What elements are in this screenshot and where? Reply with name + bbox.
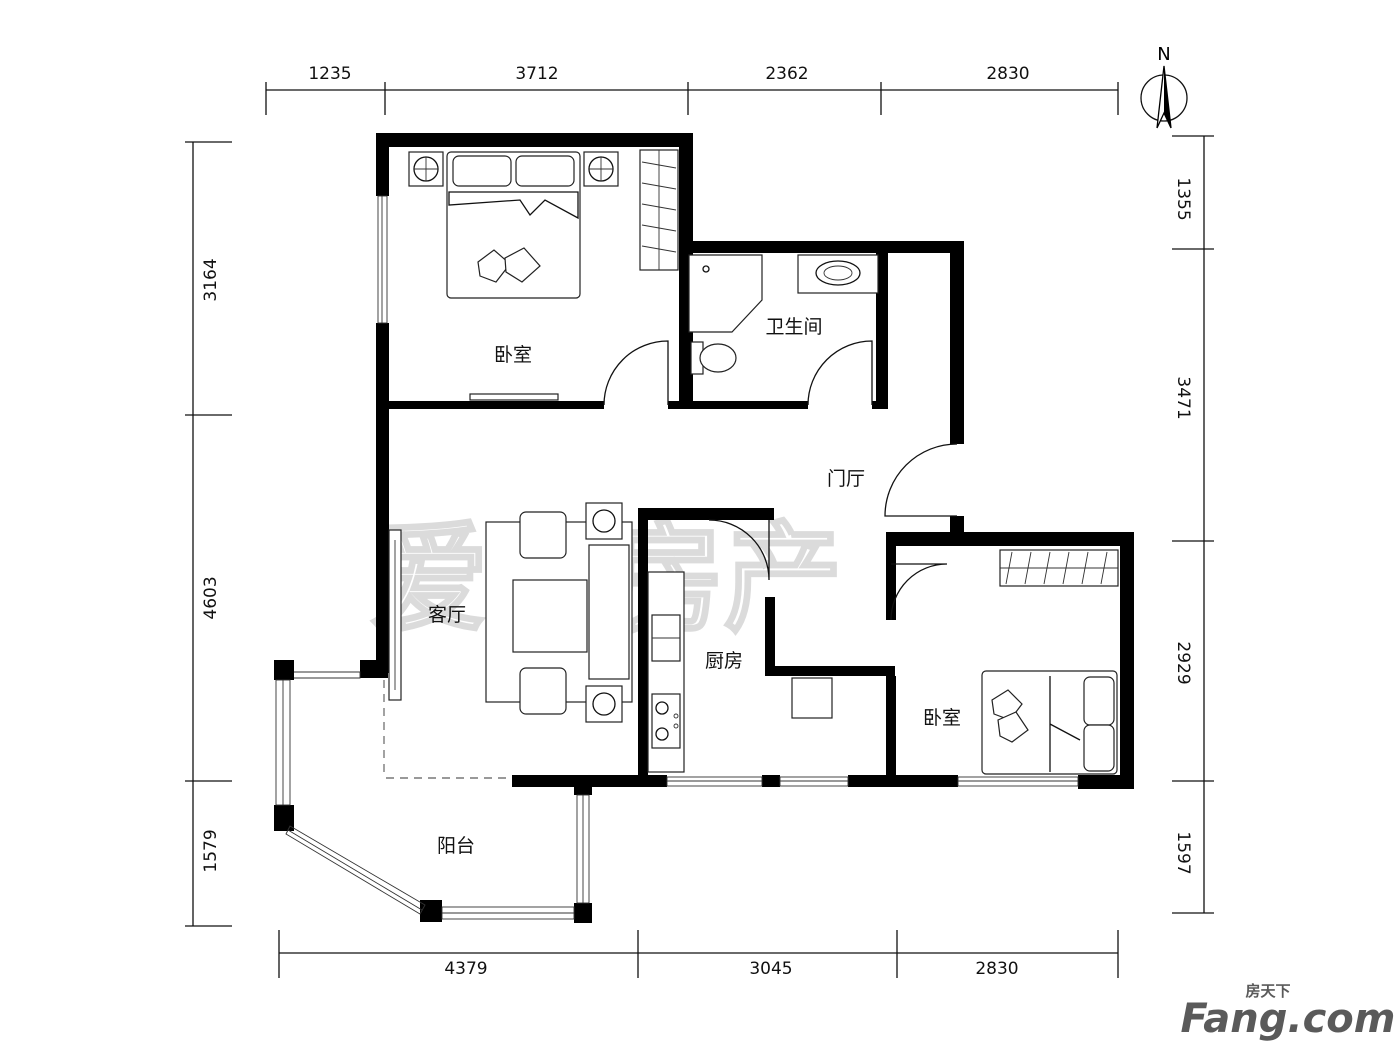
side-tables-living [585, 502, 623, 723]
label-bedroom-top: 卧室 [494, 344, 532, 366]
kitchen-counter [647, 571, 685, 773]
fridge [791, 677, 833, 719]
toilet [690, 341, 737, 375]
dim-right-3: 2929 [1173, 641, 1193, 684]
bed-top [446, 151, 581, 299]
dimension-top: 1235 3712 2362 2830 [265, 64, 1119, 115]
wardrobe-top [639, 149, 679, 271]
dim-bottom-3: 2830 [975, 959, 1018, 979]
sofa [485, 511, 633, 715]
dim-right-1: 1355 [1173, 177, 1193, 220]
dimension-bottom: 4379 3045 2830 [278, 930, 1119, 979]
door-swings [603, 340, 958, 621]
label-bedroom-right: 卧室 [923, 707, 961, 729]
dim-top-2: 3712 [515, 64, 558, 84]
bed-right [981, 670, 1118, 775]
logo-sub-text: 房天下 [1245, 982, 1290, 1000]
windows [275, 195, 1079, 920]
walls [274, 133, 1134, 923]
shower [688, 254, 763, 333]
washbasin [797, 254, 879, 294]
label-entrance: 门厅 [827, 468, 865, 490]
dim-right-4: 1597 [1173, 831, 1193, 874]
tv-cabinet-top [469, 393, 559, 401]
dim-top-1: 1235 [308, 64, 351, 84]
dimension-left: 3164 4603 1579 [185, 141, 232, 927]
dim-bottom-1: 4379 [444, 959, 487, 979]
dim-top-3: 2362 [765, 64, 808, 84]
logo-main-text: Fang.com [1181, 996, 1396, 1042]
wardrobe-right [999, 549, 1119, 587]
dim-left-3: 1579 [201, 829, 221, 872]
dim-top-4: 2830 [986, 64, 1029, 84]
dim-left-2: 4603 [201, 576, 221, 619]
label-kitchen: 厨房 [705, 650, 743, 672]
dim-bottom-2: 3045 [749, 959, 792, 979]
label-living-room: 客厅 [428, 604, 466, 626]
dimension-right: 1355 3471 2929 1597 [1172, 135, 1214, 914]
fang-logo: 房天下 Fang.com [1181, 982, 1396, 1042]
nightstand-right [583, 151, 619, 187]
compass-north-arrow: N [1140, 44, 1188, 129]
label-bathroom: 卫生间 [765, 316, 822, 338]
dim-left-1: 3164 [201, 258, 221, 301]
label-balcony: 阳台 [437, 835, 475, 857]
dim-right-2: 3471 [1173, 376, 1193, 419]
nightstand-left [408, 151, 444, 187]
north-label: N [1157, 44, 1170, 65]
